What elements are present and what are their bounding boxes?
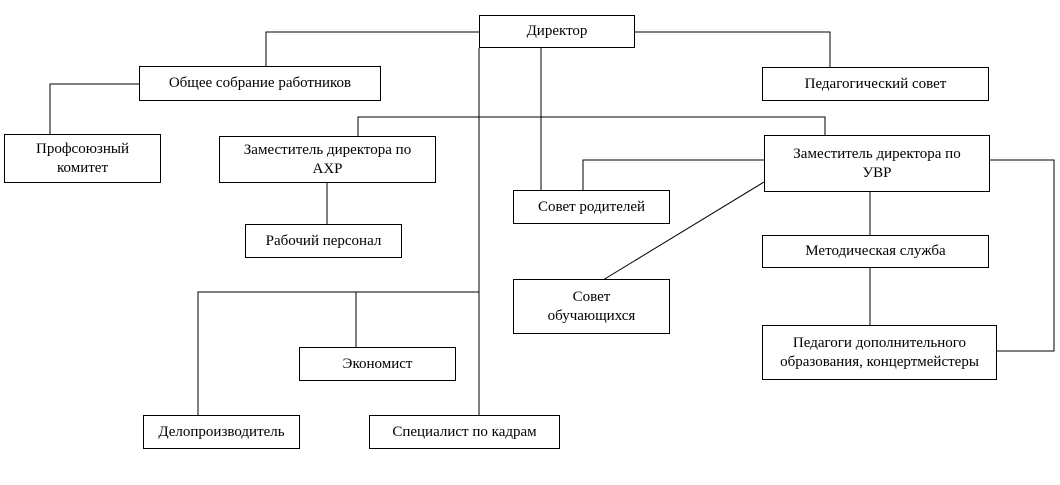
node-ped-council: Педагогический совет bbox=[762, 67, 989, 101]
node-label: Рабочий персонал bbox=[265, 232, 382, 249]
link-director-deputies bbox=[357, 116, 826, 136]
node-students-council: Совет обучающихся bbox=[513, 279, 670, 334]
node-label: Заместитель директора по УВР bbox=[793, 145, 961, 181]
node-label: Экономист bbox=[342, 355, 413, 372]
link-general-meeting-union bbox=[49, 83, 140, 134]
node-clerk: Делопроизводитель bbox=[143, 415, 300, 449]
node-general-meeting: Общее собрание работников bbox=[139, 66, 381, 101]
node-label: Специалист по кадрам bbox=[392, 423, 537, 440]
node-label: Совет родителей bbox=[537, 198, 646, 215]
node-label: Общее собрание работников bbox=[168, 75, 352, 91]
link-deputy-uvr-parents-council bbox=[582, 159, 764, 190]
node-parents-council: Совет родителей bbox=[513, 190, 670, 224]
node-workers: Рабочий персонал bbox=[245, 224, 402, 258]
node-label: Педагоги дополнительного образования, ко… bbox=[780, 334, 979, 370]
node-label: Профсоюзный комитет bbox=[36, 140, 129, 176]
node-label: Методическая служба bbox=[805, 243, 946, 259]
node-label: Директор bbox=[526, 23, 588, 39]
node-label: Заместитель директора по АХР bbox=[243, 141, 412, 177]
node-label: Совет обучающихся bbox=[547, 288, 636, 324]
node-deputy-ahr: Заместитель директора по АХР bbox=[219, 136, 436, 183]
node-economist: Экономист bbox=[299, 347, 456, 381]
node-label: Педагогический совет bbox=[804, 75, 947, 92]
link-deputy-uvr-teachers bbox=[989, 159, 1055, 352]
link-director-ped-council bbox=[634, 31, 831, 67]
node-label: Делопроизводитель bbox=[158, 423, 285, 440]
link-deputy-uvr-students-council bbox=[602, 181, 765, 281]
node-director: Директор bbox=[479, 15, 635, 48]
node-method-service: Методическая служба bbox=[762, 235, 989, 268]
node-teachers-extra: Педагоги дополнительного образования, ко… bbox=[762, 325, 997, 380]
link-director-general-meeting bbox=[265, 31, 479, 66]
node-union: Профсоюзный комитет bbox=[4, 134, 161, 183]
node-hr-specialist: Специалист по кадрам bbox=[369, 415, 560, 449]
node-deputy-uvr: Заместитель директора по УВР bbox=[764, 135, 990, 192]
link-director-clerk bbox=[197, 291, 479, 415]
